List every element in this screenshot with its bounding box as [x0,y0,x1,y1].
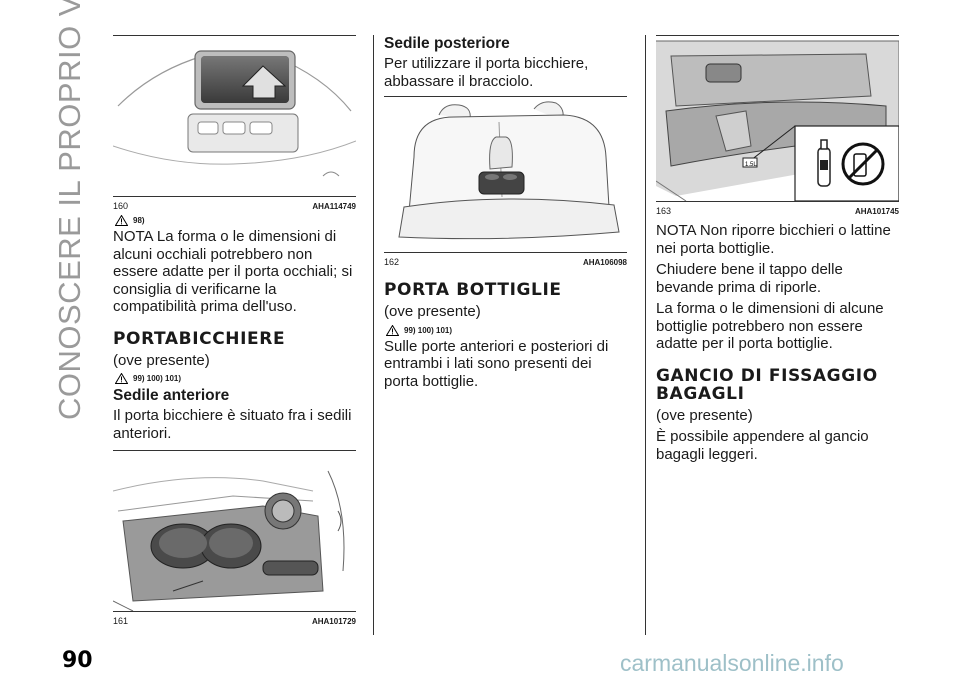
rear-seat-armrest-illustration [398,101,620,240]
body-text: Chiudere bene il tappo delle bevande pri… [656,261,843,296]
column-3: 1.5L 163 AHA101745 NOTA Non riporre bicc… [656,35,899,467]
column-1: 160 AHA114749 98) NOTA La forma o le dim… [113,35,356,630]
figure-bottom-rule [384,252,627,253]
page-number: 90 [62,648,93,673]
warning-numbers: 99) 100) 101) [404,325,453,335]
optional-text: (ove presente) [113,351,210,369]
warning-reference: 99) 100) 101) [386,324,627,336]
heading-porta-bottiglie: PORTA BOTTIGLIE [384,280,562,300]
heading-gancio-fissaggio: GANCIO DI FISSAGGIO BAGAGLI [656,365,878,404]
section-title-vertical: CONOSCERE IL PROPRIO VEICOLO [52,0,87,420]
figure-number: 160 [113,201,129,211]
warning-triangle-icon [115,215,128,226]
figure-top-rule [113,450,356,451]
sunglasses-holder-illustration [113,50,356,177]
body-text: Per utilizzare il porta bicchiere, abbas… [384,55,589,90]
column-divider [373,35,374,635]
figure-bottom-rule [113,611,356,612]
figure-top-rule [656,35,899,36]
warning-triangle-icon [386,324,399,336]
figure-bottom-rule [656,201,899,202]
warning-numbers: 98) [133,216,145,225]
figure-number: 163 [656,206,672,216]
watermark: carmanualsonline.info [620,650,844,676]
optional-text: (ove presente) [656,406,753,424]
note-text: NOTA Non riporre bicchieri o lattine nei… [656,222,891,257]
warning-triangle-icon [115,373,128,384]
door-bottle-holder-illustration: 1.5L [656,40,899,201]
figure-top-rule [384,96,627,97]
figure-reference: AHA101729 [311,617,356,626]
subheading-sedile-posteriore: Sedile posteriore [384,35,510,52]
heading-portabicchiere: PORTABICCHIERE [113,328,286,349]
column-divider [645,35,646,635]
figure-reference: AHA106098 [582,258,627,267]
column-2: Sedile posteriore Per utilizzare il port… [384,35,627,394]
subheading-sedile-anteriore: Sedile anteriore [113,387,230,404]
figure-reference: AHA114749 [312,202,356,211]
body-text: La forma o le dimensioni di alcune botti… [656,300,884,352]
warning-reference: 99) 100) 101) [115,373,356,384]
figure-bottom-rule [113,196,356,197]
warning-numbers: 99) 100) 101) [133,374,182,383]
body-text: Sulle porte anteriori e posteriori di en… [384,337,609,390]
note-text: NOTA La forma o le dimensioni di alcuni … [113,228,353,315]
bottle-size-label: 1.5L [745,162,757,168]
optional-text: (ove presente) [384,303,481,320]
figure-160: 160 AHA114749 [113,36,356,211]
figure-163: 1.5L 163 AHA101745 [656,36,899,216]
figure-top-rule [113,35,356,36]
front-cupholder-illustration [113,470,345,611]
figure-number: 161 [113,616,129,626]
figure-reference: AHA101745 [854,207,899,216]
figure-162: 162 AHA106098 [384,97,627,267]
warning-reference: 98) [115,215,356,226]
body-text: Il porta bicchiere è situato fra i sedil… [113,407,352,442]
figure-161: 161 AHA101729 [113,451,356,626]
body-text: È possibile appendere al gancio bagagli … [656,428,869,463]
figure-number: 162 [384,257,400,267]
